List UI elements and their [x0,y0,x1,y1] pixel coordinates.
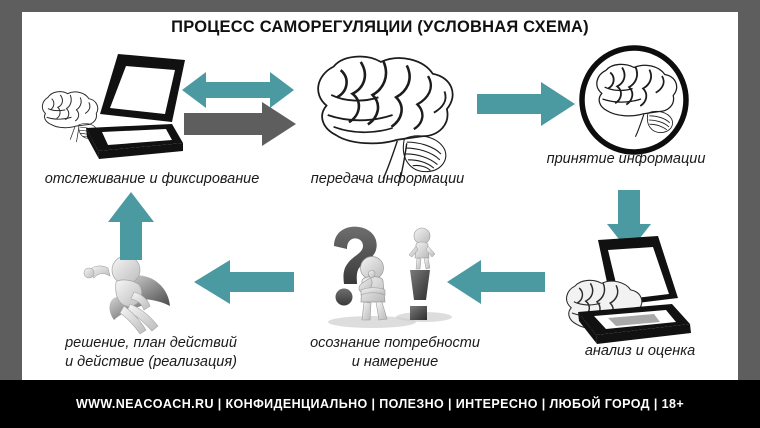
footer-text: WWW.NEACOACH.RU | КОНФИДЕНЦИАЛЬНО | ПОЛЕ… [75,397,685,411]
caption-reception: принятие информации [546,151,706,167]
arrow-to-awareness [447,260,545,304]
arrow-to-analysis [607,190,651,252]
arrow-to-reception [477,82,575,126]
arrow-bidirectional-teal [182,70,294,110]
scanner-brain-icon [41,54,185,159]
caption-awareness: осознание потребности и намерение [280,334,510,372]
caption-decision: решение, план действий и действие (реали… [22,334,280,372]
brain-in-circle-icon [579,45,689,155]
node-awareness [312,224,462,334]
question-exclamation-figures-icon [328,226,452,328]
scanner-brain-icon [566,236,691,344]
caption-monitoring: отслеживание и фиксирование [44,171,260,187]
caption-awareness-line1: осознание потребности [310,335,480,351]
brain-icon [317,55,454,182]
node-analysis [550,234,730,349]
caption-analysis: анализ и оценка [584,343,696,359]
page-title: ПРОЦЕСС САМОРЕГУЛЯЦИИ (УСЛОВНАЯ СХЕМА) [171,18,589,36]
slide-canvas: ПРОЦЕСС САМОРЕГУЛЯЦИИ (УСЛОВНАЯ СХЕМА) [22,12,738,380]
caption-decision-line1: решение, план действий [65,335,237,351]
node-reception [562,42,702,162]
node-decision [74,242,194,337]
arrow-transfer-gray [184,102,296,146]
arrow-to-monitoring [108,192,154,260]
caption-transfer: передача информации [310,171,465,187]
node-monitoring [22,50,197,165]
node-transfer [302,50,472,182]
arrow-to-decision [194,260,294,304]
caption-awareness-line2: и намерение [351,354,439,371]
footer-bar: WWW.NEACOACH.RU | КОНФИДЕНЦИАЛЬНО | ПОЛЕ… [0,380,760,428]
flying-hero-figure-icon [83,255,170,335]
caption-decision-line2: и действие (реализация) [65,354,237,371]
